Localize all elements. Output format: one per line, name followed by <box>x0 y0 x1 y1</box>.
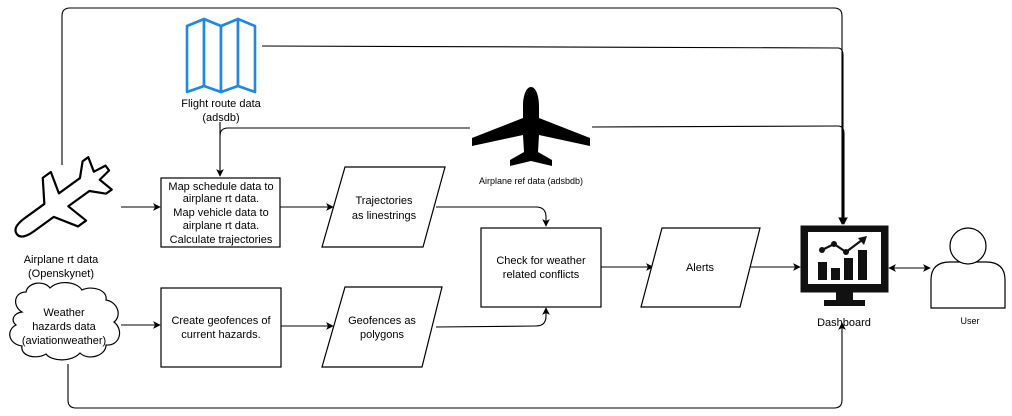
user-icon <box>930 227 1006 309</box>
polygons-line2: polygons <box>360 329 405 341</box>
airplane-icon <box>14 156 113 238</box>
geofence-polygons-data: Geofences as polygons <box>321 286 443 368</box>
airplane-rt-label-line2: (Openskynet) <box>28 268 94 280</box>
flight-route-label-line2: (adsdb) <box>202 112 239 124</box>
airplane-rt-source: Airplane rt data (Openskynet) <box>14 156 113 280</box>
airplane-rt-label-line1: Airplane rt data <box>24 254 99 266</box>
geofence-process-line2: current hazards. <box>181 329 260 341</box>
dashboard-label: Dashboard <box>817 317 871 329</box>
cloud-shape <box>9 282 121 361</box>
map-process-line5: Calculate trajectories <box>170 234 273 246</box>
user-output: User <box>930 227 1006 326</box>
map-process-line4: airplane rt data. <box>183 220 259 232</box>
edge-trajectories-to-check <box>436 206 550 227</box>
weather-label-line1: Weather <box>43 307 85 319</box>
edge-polygons-to-check <box>435 307 550 328</box>
alerts-label: Alerts <box>686 262 715 274</box>
check-line2: related conflicts <box>503 269 580 281</box>
map-process-line1: Map schedule data to <box>168 181 273 193</box>
map-schedule-process: Map schedule data to airplane rt data. M… <box>160 177 281 248</box>
airplane-ref-source: Airplane ref data (adsbdb) <box>472 87 590 186</box>
connectors <box>61 7 931 409</box>
geofence-process-line1: Create geofences of <box>171 315 271 327</box>
dashboard-icon <box>800 225 889 306</box>
weather-source: Weather hazards data (aviationweather) <box>9 282 121 361</box>
trajectories-data: Trajectories as linestrings <box>321 166 446 248</box>
geofence-process: Create geofences of current hazards. <box>160 287 282 368</box>
flight-route-label-line1: Flight route data <box>181 98 261 110</box>
map-process-line2: airplane rt data. <box>183 193 259 205</box>
edge-weather-to-dashboard <box>67 322 846 409</box>
check-conflicts-process: Check for weather related conflicts <box>480 227 602 308</box>
weather-label-line3: (aviationweather) <box>22 335 106 347</box>
dashboard-output: Dashboard <box>800 225 889 329</box>
map-process-line3: Map vehicle data to <box>173 207 268 219</box>
map-icon <box>185 17 257 94</box>
user-label: User <box>960 316 979 326</box>
trajectories-line1: Trajectories <box>355 195 413 207</box>
flight-route-source: Flight route data (adsdb) <box>181 17 262 124</box>
edge-flight-route-to-dashboard <box>261 45 847 225</box>
airplane-ref-label: Airplane ref data (adsbdb) <box>479 176 583 186</box>
weather-label-line2: hazards data <box>32 321 96 333</box>
check-line1: Check for weather <box>496 255 586 267</box>
edge-airplane-rt-to-dashboard <box>61 7 846 225</box>
alerts-data: Alerts <box>640 227 761 308</box>
polygons-line1: Geofences as <box>348 315 416 327</box>
edge-airplane-ref-to-dashboard <box>591 125 848 225</box>
trajectories-line2: as linestrings <box>352 210 417 222</box>
airplane-icon <box>472 87 590 166</box>
